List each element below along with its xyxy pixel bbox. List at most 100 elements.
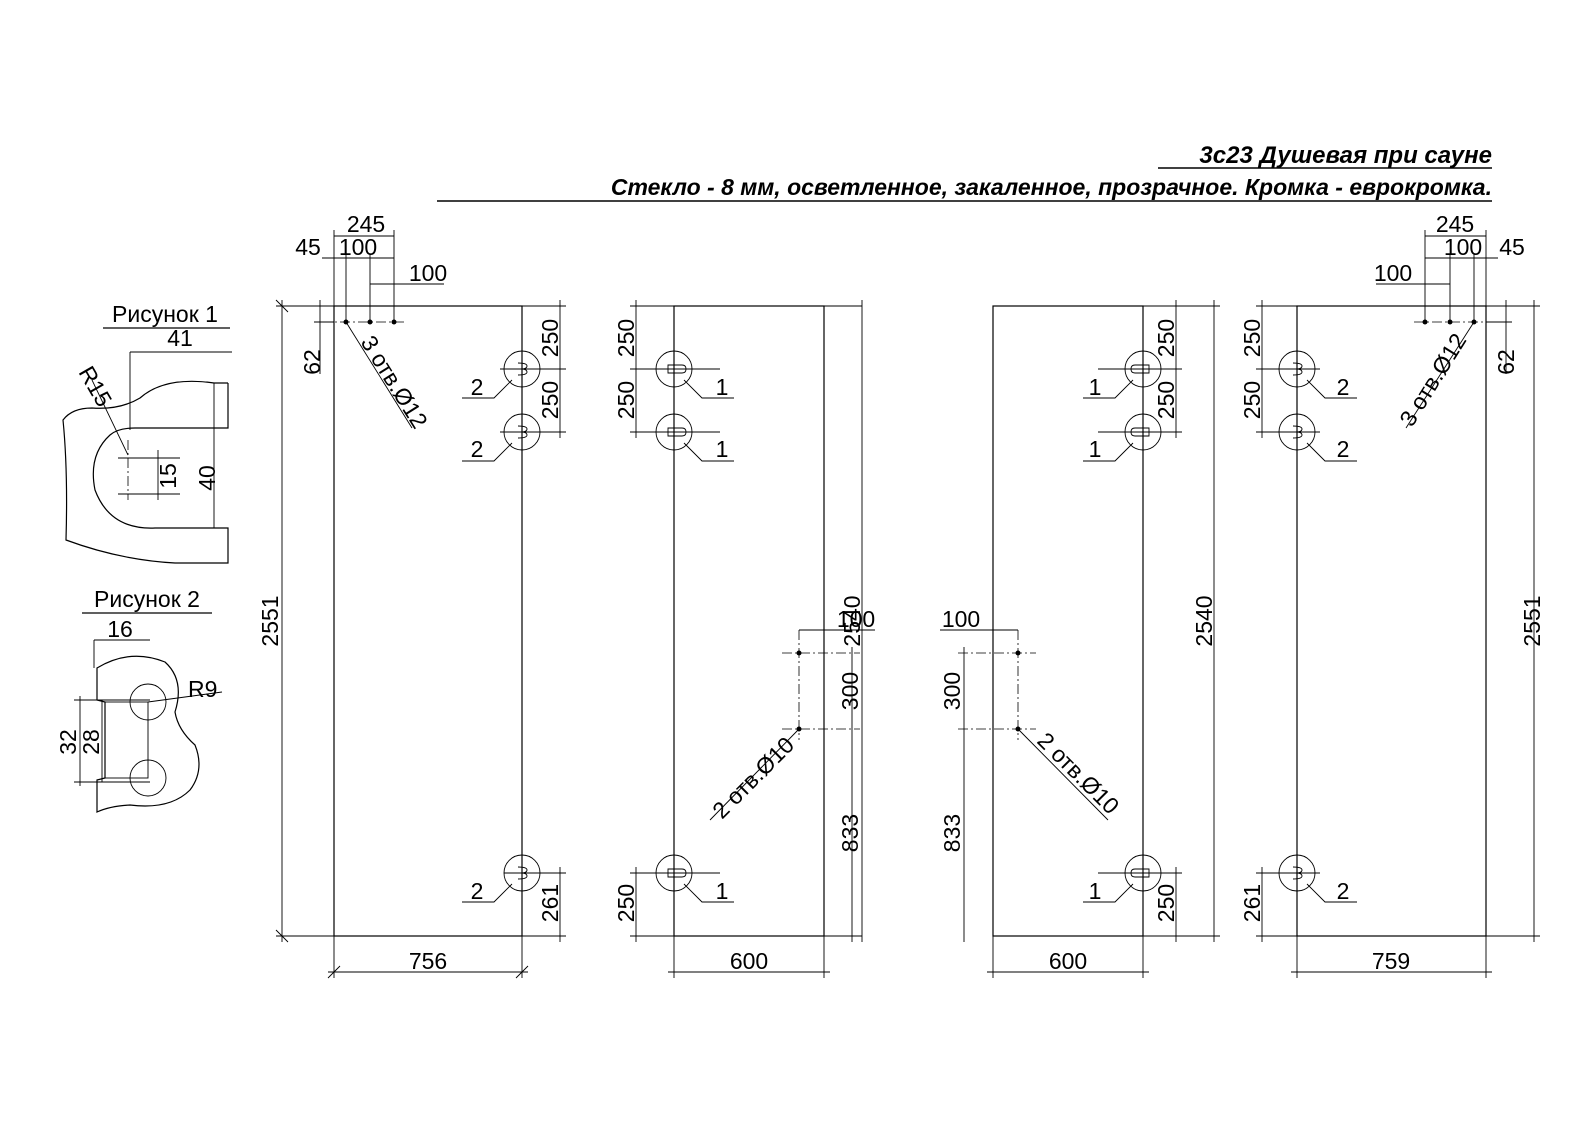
panel-4-dim-261: 261: [1239, 884, 1265, 922]
panel-4-hole-note: 3 отв.Ø12: [1394, 329, 1471, 431]
leader: [1306, 442, 1357, 462]
leader: [462, 883, 513, 903]
panel-2-dim-250c: 250: [613, 884, 639, 922]
panel-4-dim-100b: 100: [1374, 260, 1412, 286]
panel-3-dim-250c: 250: [1153, 884, 1179, 922]
panel-3-hole-leader: [1017, 728, 1109, 821]
figure-2-caption: Рисунок 2: [94, 586, 200, 612]
panel-2-dim-width: 600: [730, 948, 768, 974]
panel-4-marker-circle: [1278, 413, 1316, 451]
tick: [327, 965, 341, 979]
panel-1-hole: [367, 319, 373, 325]
panel-4-hole: [1422, 319, 1428, 325]
panel-3-marker-2: 1: [1089, 436, 1102, 462]
leader: [683, 442, 734, 462]
panel-3-marker-1: 1: [1089, 374, 1102, 400]
leader: [1083, 883, 1134, 903]
panel-3-dim-300: 300: [939, 672, 965, 710]
panel-4: 2551 759 245 100 45 100 62 3 отв.Ø12 250…: [1239, 211, 1545, 978]
panel-1-dim-height: 2551: [257, 595, 283, 646]
panel-3-dim-100: 100: [942, 606, 980, 632]
panel-3-dim-height: 2540: [1191, 595, 1217, 646]
figure-1-caption: Рисунок 1: [112, 301, 218, 327]
panel-1-dim-width: 756: [409, 948, 447, 974]
panel-2-hole-note: 2 отв.Ø10: [707, 732, 799, 824]
figure-1-contour: [62, 380, 229, 564]
leader: [683, 883, 734, 903]
figure-1-radius: R15: [74, 362, 118, 412]
panel-4-dim-250b: 250: [1239, 381, 1265, 419]
panel-1-hole-note: 3 отв.Ø12: [356, 331, 433, 433]
panel-2-dim-100: 100: [837, 606, 875, 632]
panel-1-dim-261: 261: [537, 884, 563, 922]
panel-3-marker-3: 1: [1089, 878, 1102, 904]
panel-1-dim-250b: 250: [537, 381, 563, 419]
panel-2-outline: [673, 305, 825, 937]
panel-3-dim-width: 600: [1049, 948, 1087, 974]
panel-1-dim-100b: 100: [409, 260, 447, 286]
panel-2-dim-833: 833: [837, 814, 863, 852]
panel-1-marker-3: 2: [471, 878, 484, 904]
tick: [515, 965, 529, 979]
panel-1-dim-62: 62: [299, 349, 325, 375]
panel-2-dim-300: 300: [837, 672, 863, 710]
figure-2-contour: [96, 655, 200, 813]
figure-2: Рисунок 2 16 R9 32 28: [55, 586, 223, 813]
panel-1-dim-100a: 100: [339, 234, 377, 260]
figure-2-radius-leader: [147, 691, 223, 703]
panel-1-hole: [391, 319, 397, 325]
panel-4-hole: [1447, 319, 1453, 325]
figure-2-dim-28: 28: [78, 729, 104, 755]
panel-1-dim-245: 245: [347, 211, 385, 237]
panel-3-dim-833: 833: [939, 814, 965, 852]
panel-2-marker-circle: [655, 350, 693, 388]
panel-4-dim-245: 245: [1436, 211, 1474, 237]
panel-4-marker-1: 2: [1337, 374, 1350, 400]
leader: [1306, 379, 1357, 399]
panel-1-dim-45: 45: [295, 234, 321, 260]
panel-4-dim-45: 45: [1499, 234, 1525, 260]
panel-2: 2540 600 250 250 1 1 1 250 100: [613, 300, 875, 978]
figure-2-rect: [104, 701, 149, 779]
panel-4-dim-height: 2551: [1519, 595, 1545, 646]
figure-1: Рисунок 1 41 R15 15 40: [62, 301, 232, 564]
figure-1-dim-40: 40: [194, 465, 220, 491]
panel-1-hole-leader: [345, 321, 413, 429]
leader: [683, 379, 734, 399]
leader: [462, 442, 513, 462]
leader: [1306, 883, 1357, 903]
panel-3-hole-note: 2 отв.Ø10: [1032, 727, 1124, 819]
title-line-1: 3с23 Душевая при сауне: [1199, 142, 1492, 169]
panel-4-marker-circle: [1278, 350, 1316, 388]
panel-4-dim-250a: 250: [1239, 319, 1265, 357]
figure-1-radius-leader: [91, 379, 129, 456]
panel-4-marker-2: 2: [1337, 436, 1350, 462]
panel-1-outline: [333, 305, 523, 937]
panel-2-dim-250b: 250: [613, 381, 639, 419]
panel-2-marker-2: 1: [716, 436, 729, 462]
panel-3-hole: [1015, 650, 1021, 656]
panel-4-outline: [1296, 305, 1487, 937]
panel-2-marker-1: 1: [716, 374, 729, 400]
leader: [1083, 379, 1134, 399]
figure-2-dim-32: 32: [55, 729, 81, 755]
tick: [275, 929, 289, 943]
panel-1-dim-250a: 250: [537, 319, 563, 357]
figure-1-dim-41: 41: [167, 325, 193, 351]
panel-2-marker-3: 1: [716, 878, 729, 904]
panel-3: 2540 600 250 250 1 1 1 250 100 300: [939, 300, 1220, 978]
panel-3-marker-circle: [1124, 413, 1162, 451]
tick: [275, 299, 289, 313]
panel-3-dim-250b: 250: [1153, 381, 1179, 419]
leader: [1083, 442, 1134, 462]
panel-3-marker-circle: [1124, 350, 1162, 388]
title-line-2: Стекло - 8 мм, осветленное, закаленное, …: [611, 174, 1492, 200]
figure-1-dim-15: 15: [155, 463, 181, 489]
panel-4-dim-100a: 100: [1444, 234, 1482, 260]
panel-1-marker-1: 2: [471, 374, 484, 400]
title-block: 3с23 Душевая при сауне Стекло - 8 мм, ос…: [437, 142, 1492, 202]
panel-2-dim-height: 2540: [839, 595, 865, 646]
panel-4-marker-3: 2: [1337, 878, 1350, 904]
panel-2-hole: [796, 650, 802, 656]
